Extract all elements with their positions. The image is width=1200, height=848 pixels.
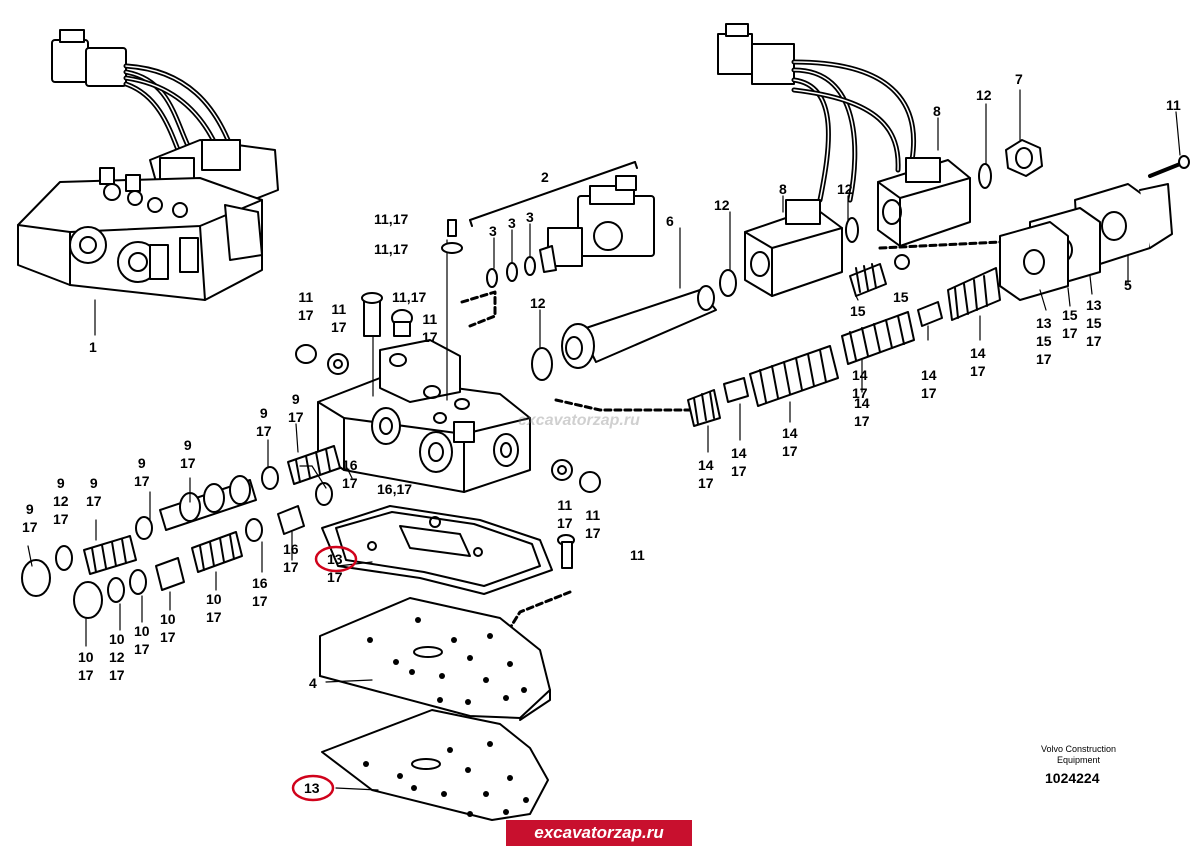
callout-15: 15 (893, 289, 909, 305)
callout-13-17: 13 17 (327, 551, 343, 585)
callout-12: 12 (530, 295, 546, 311)
valve-assembly-part-1 (17, 29, 279, 336)
callout-1: 1 (89, 339, 97, 355)
callout-11-17: 11,17 (392, 289, 427, 305)
solenoid-coils-part-8 (717, 23, 992, 297)
callout-11-17-stack: 11 17 (422, 311, 438, 345)
document-number: 1024224 (1045, 770, 1100, 786)
callout-11-17: 11,17 (374, 211, 409, 227)
callout-12: 12 (714, 197, 730, 213)
callout-10-17: 10 17 (78, 649, 94, 683)
callout-5: 5 (1124, 277, 1132, 293)
callout-11: 11 (630, 547, 645, 563)
callout-3: 3 (508, 215, 516, 231)
callout-12: 12 (837, 181, 853, 197)
callout-11-17-stack: 11 17 (557, 497, 573, 531)
callout-3: 3 (489, 223, 497, 239)
plate-part-4 (319, 597, 551, 721)
callout-9-17: 9 17 (288, 391, 304, 425)
callout-9-17: 9 17 (22, 501, 38, 535)
spring-stack-left (21, 423, 353, 647)
callout-14-17: 14 17 (970, 345, 986, 379)
callout-16-17: 16,17 (377, 481, 413, 497)
end-cover-part-5 (999, 183, 1173, 311)
fasteners-central (295, 219, 601, 569)
callout-15: 15 (850, 303, 866, 319)
brand-label: Volvo Construction Equipment (1040, 744, 1116, 765)
callout-9-12-17: 9 12 17 (53, 475, 69, 527)
callout-6: 6 (666, 213, 674, 229)
callout-13-15-17: 13 15 17 (1036, 315, 1052, 367)
nut-part-7 (1005, 89, 1043, 177)
callout-8: 8 (933, 103, 941, 119)
solenoid-part-2 (469, 161, 655, 288)
gasket-part-13 (321, 505, 553, 595)
callout-7: 7 (1015, 71, 1023, 87)
callout-10-17: 10 17 (160, 611, 176, 645)
callout-11-17-stack: 11 17 (331, 301, 347, 335)
callout-16-17: 16 17 (252, 575, 268, 609)
screw-part-11 (1148, 111, 1190, 178)
callout-14-17: 14 17 (854, 395, 870, 429)
callout-9-17: 9 17 (256, 405, 272, 439)
valve-body (317, 239, 531, 493)
callout-3: 3 (526, 209, 534, 225)
callout-16-17: 16 17 (342, 457, 358, 491)
callout-16-17: 16 17 (283, 541, 299, 575)
callout-9-17: 9 17 (134, 455, 150, 489)
callout-11: 11 (1166, 97, 1181, 113)
callout-13: 13 (304, 780, 320, 796)
callout-10-17: 10 17 (206, 591, 222, 625)
callout-9-17: 9 17 (180, 437, 196, 471)
callout-14-17: 14 17 (731, 445, 747, 479)
callout-8: 8 (779, 181, 787, 197)
watermark-banner: excavatorzap.ru (506, 820, 692, 846)
plate-part-13-bottom (321, 709, 549, 821)
callout-9-17: 9 17 (86, 475, 102, 509)
highlight-circle-13-upper (314, 545, 358, 573)
watermark-faint: excavatorzap.ru (518, 412, 640, 429)
callout-2: 2 (541, 169, 549, 185)
callout-4: 4 (309, 675, 317, 691)
callout-15-17: 15 17 (1062, 307, 1078, 341)
callout-14-17: 14 17 (852, 367, 868, 401)
callout-11-17: 11,17 (374, 241, 409, 257)
callout-14-17: 14 17 (782, 425, 798, 459)
callout-14-17: 14 17 (698, 457, 714, 491)
callout-11-17-stack: 11 17 (298, 289, 314, 323)
spool-part-6 (531, 211, 737, 381)
callout-12: 12 (976, 87, 992, 103)
callout-10-12-17: 10 12 17 (109, 631, 125, 683)
highlight-circle-13-lower (291, 774, 335, 802)
callout-11-17-stack: 11 17 (585, 507, 601, 541)
callout-10-17: 10 17 (134, 623, 150, 657)
spring-stack-right (687, 254, 1001, 453)
callout-14-17: 14 17 (921, 367, 937, 401)
callout-13-15-17: 13 15 17 (1086, 297, 1102, 349)
